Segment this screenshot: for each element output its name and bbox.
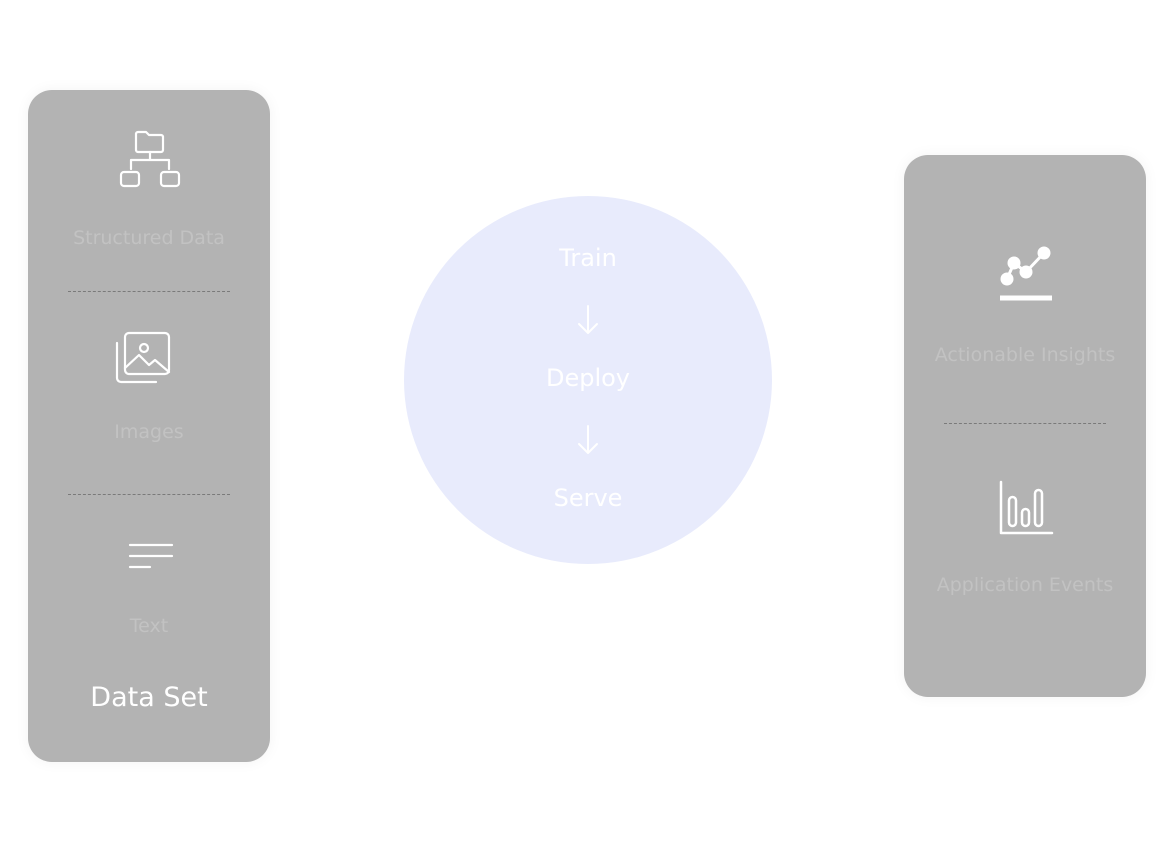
text-label: Text [129, 615, 169, 637]
text-lines-icon [128, 543, 174, 569]
data-set-panel: Structured Data Images Text Data Set [28, 90, 270, 762]
panel-title: Data Set [90, 682, 208, 713]
divider [944, 423, 1106, 424]
image-gallery-icon [115, 331, 171, 384]
arrow-down-icon [578, 425, 598, 454]
structured-data-label: Structured Data [73, 227, 225, 249]
actionable-insights-label: Actionable Insights [934, 344, 1116, 366]
divider [68, 291, 230, 292]
step-train: Train [559, 244, 617, 272]
arrow-down-icon [578, 305, 598, 334]
step-serve: Serve [553, 484, 623, 512]
application-events-label: Application Events [936, 574, 1114, 596]
divider [68, 494, 230, 495]
images-label: Images [114, 421, 184, 443]
pipeline-circle: Train Deploy Serve [404, 196, 772, 564]
line-chart-icon [1000, 246, 1052, 301]
folder-hierarchy-icon [119, 130, 181, 188]
bar-chart-icon [999, 480, 1054, 535]
outputs-panel: Actionable Insights Application Events [904, 155, 1146, 697]
step-deploy: Deploy [545, 364, 631, 392]
